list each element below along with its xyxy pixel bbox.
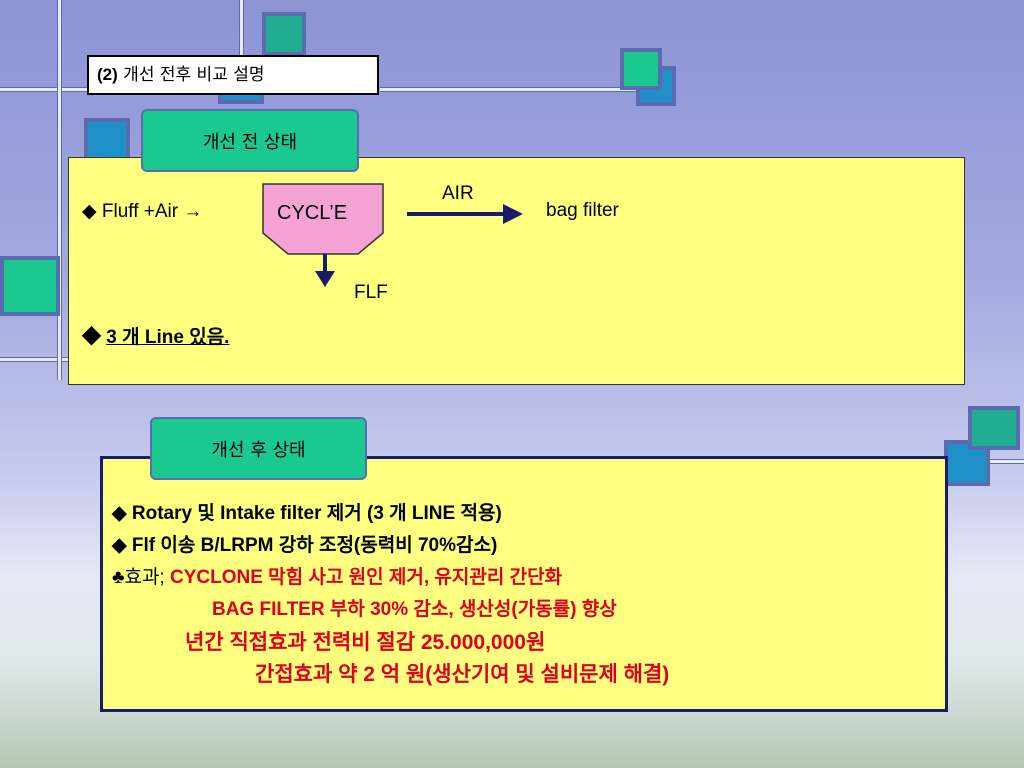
effect-label: ♣효과; <box>112 567 170 588</box>
cyclone-shape <box>262 183 384 255</box>
page-title: (2) 개선 전후 비교 설명 <box>87 55 379 95</box>
decor-square <box>968 406 1020 450</box>
title-text: 개선 전후 비교 설명 <box>117 65 265 85</box>
decor-line <box>380 88 670 91</box>
cyclone-label: CYCL’E <box>277 202 348 224</box>
after-row-6: 간접효과 약 2 억 원(생산기여 및 설비문제 해결) <box>255 663 670 686</box>
right-arrow-icon: → <box>183 201 203 222</box>
before-tag: 개선 전 상태 <box>141 109 359 172</box>
fluff-air-label: ◆ Fluff +Air <box>82 201 184 222</box>
decor-square <box>84 118 130 164</box>
decor-square <box>0 256 60 316</box>
down-arrow-icon <box>315 254 335 287</box>
after-tag: 개선 후 상태 <box>150 417 367 480</box>
decor-line <box>58 0 61 380</box>
effect-text-1: CYCLONE 막힘 사고 원인 제거, 유지관리 간단화 <box>170 567 563 588</box>
line-count-label: 3 개 Line 있음. <box>106 327 230 348</box>
after-row-5: 년간 직접효과 전력비 절감 25.000,000원 <box>185 631 546 654</box>
air-arrow-icon <box>407 204 523 224</box>
after-row-2: ◆ Flf 이송 B/LRPM 강하 조정(동력비 70%감소) <box>112 535 498 556</box>
decor-square <box>262 12 306 56</box>
before-panel <box>68 157 965 385</box>
diamond-bullet-icon: ◆ <box>82 327 107 348</box>
after-panel <box>100 456 948 712</box>
decor-line <box>0 358 90 361</box>
fluff-air-text: ◆ Fluff +Air → <box>82 200 202 223</box>
after-row-1: ◆ Rotary 및 Intake filter 제거 (3 개 LINE 적용… <box>112 503 502 524</box>
decor-line <box>240 0 243 100</box>
bag-filter-label: bag filter <box>546 200 619 221</box>
after-row-4: BAG FILTER 부하 30% 감소, 생산성(가동률) 향상 <box>212 599 617 620</box>
after-row-3: ♣효과; CYCLONE 막힘 사고 원인 제거, 유지관리 간단화 <box>112 562 562 589</box>
decor-square <box>620 48 662 90</box>
air-label: AIR <box>442 183 474 204</box>
flf-label: FLF <box>354 282 388 303</box>
title-number: (2) <box>97 65 118 84</box>
decor-line <box>960 460 1024 463</box>
line-count-text: ◆ 3 개 Line 있음. <box>82 322 229 349</box>
